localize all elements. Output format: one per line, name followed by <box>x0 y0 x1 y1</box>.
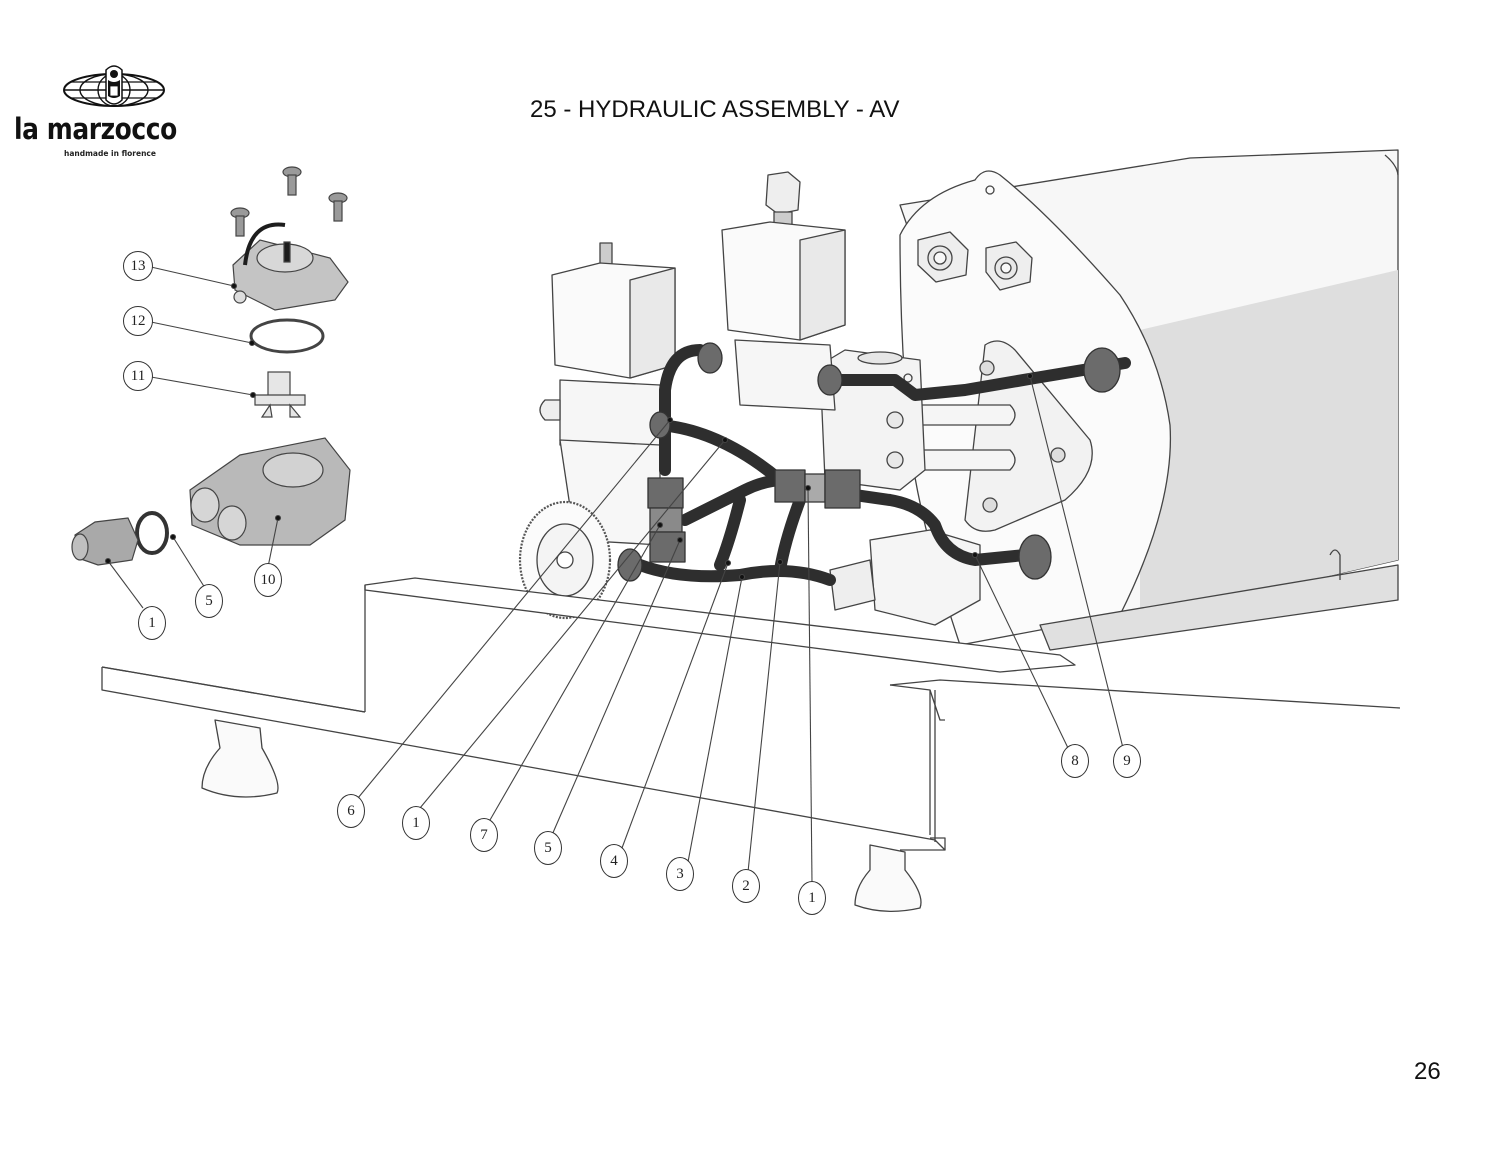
boiler-fitting <box>985 241 1033 291</box>
callout-11: 11 <box>123 361 153 391</box>
washer-5 <box>135 511 169 555</box>
impeller-11 <box>254 371 306 418</box>
callout-7: 7 <box>470 818 498 852</box>
nut <box>617 548 643 582</box>
callout-6: 6 <box>337 794 365 828</box>
nuts <box>617 342 1121 582</box>
screw <box>328 192 348 222</box>
nut <box>1018 534 1052 580</box>
callout-13: 13 <box>123 251 153 281</box>
nut <box>649 411 671 439</box>
nut <box>774 469 806 503</box>
callout-3: 3 <box>666 857 694 891</box>
callout-1: 1 <box>798 881 826 915</box>
callout-1: 1 <box>402 806 430 840</box>
nut <box>649 531 686 563</box>
callout-9: 9 <box>1113 744 1141 778</box>
callout-4: 4 <box>600 844 628 878</box>
base-frame <box>101 577 1401 851</box>
screw <box>282 166 302 196</box>
flowmeter-housing-10 <box>189 437 351 546</box>
exploded-parts <box>71 166 351 566</box>
globe-lion-icon <box>63 65 165 107</box>
screw <box>230 207 250 237</box>
callout-8: 8 <box>1061 744 1089 778</box>
gear-wheel <box>518 500 612 620</box>
page-number: 26 <box>1414 1058 1441 1085</box>
nut <box>817 364 843 396</box>
solenoid-valve-right <box>721 171 846 411</box>
callout-10: 10 <box>254 563 282 597</box>
leader-lines <box>104 266 1124 884</box>
brand-logo <box>10 62 210 162</box>
boiler <box>899 149 1399 651</box>
boiler-fitting <box>917 231 969 283</box>
sensor-cap-13 <box>232 222 349 311</box>
o-ring-12 <box>249 318 325 354</box>
brand-tagline: handmade in florence <box>64 149 156 158</box>
pipe <box>679 474 791 526</box>
callout-5: 5 <box>195 584 223 618</box>
pipe <box>659 344 706 476</box>
foot-left <box>201 719 279 798</box>
foot-right <box>854 844 922 913</box>
nut <box>824 469 861 509</box>
fitting-1 <box>71 517 139 566</box>
nut <box>647 477 684 509</box>
pipe <box>774 494 806 576</box>
nut <box>697 342 723 374</box>
nut <box>1083 347 1121 393</box>
callout-2: 2 <box>732 869 760 903</box>
callout-1: 1 <box>138 606 166 640</box>
pipe <box>829 357 1131 401</box>
flowmeter-block <box>829 529 981 626</box>
pipe <box>714 494 746 571</box>
page-title: 25 - HYDRAULIC ASSEMBLY - AV <box>530 96 900 123</box>
pipe <box>814 484 1031 566</box>
callout-12: 12 <box>123 306 153 336</box>
brand-name: la marzocco <box>14 112 177 146</box>
callout-5: 5 <box>534 831 562 865</box>
